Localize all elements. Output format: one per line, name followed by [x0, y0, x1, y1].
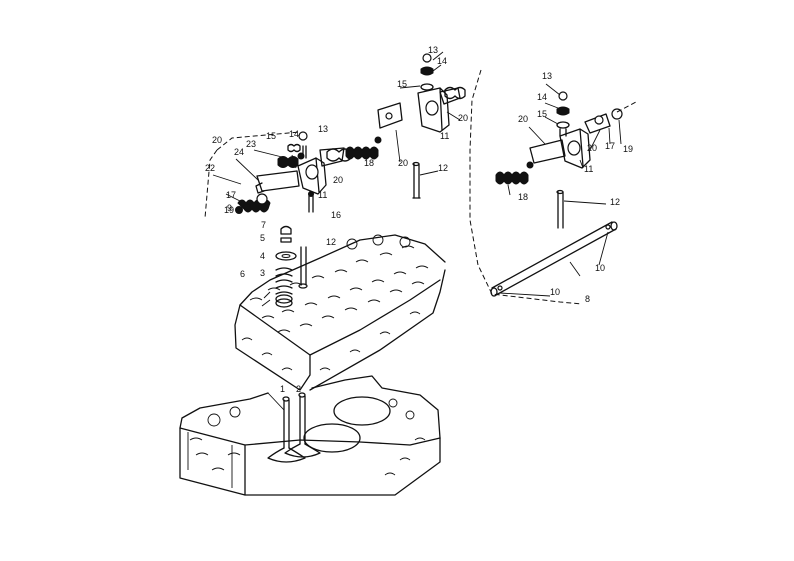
- callout-c17a: 17: [226, 190, 236, 200]
- callout-c20d: 20: [458, 113, 468, 123]
- callout-c2: 2: [296, 384, 301, 394]
- callout-c11a: 11: [318, 190, 327, 200]
- callout-c19a: 19: [224, 205, 234, 215]
- callout-c22: 22: [205, 163, 215, 173]
- callout-c18b: 18: [518, 192, 528, 202]
- callout-c24: 24: [234, 147, 244, 157]
- callout-c20a: 20: [212, 135, 222, 145]
- callout-c12c: 12: [610, 197, 620, 207]
- callout-c5: 5: [260, 233, 265, 243]
- callout-c20b: 20: [333, 175, 343, 185]
- callout-c18a: 18: [364, 158, 374, 168]
- valve-spring-stack: [261, 225, 308, 308]
- callout-c4: 4: [260, 251, 265, 261]
- callout-c17b: 17: [605, 141, 615, 151]
- callout-c11b: 11: [440, 131, 449, 141]
- middle-spring: [345, 136, 382, 160]
- callout-c14a: 14: [289, 129, 299, 139]
- callout-c15a: 15: [266, 131, 276, 141]
- center-rocker-assembly: [377, 51, 466, 199]
- callout-c23: 23: [246, 139, 256, 149]
- callout-c8: 8: [585, 294, 590, 304]
- callout-c19b: 19: [623, 144, 633, 154]
- callout-c7: 7: [261, 220, 266, 230]
- cylinder-block: [179, 375, 441, 496]
- callout-c10a: 10: [550, 287, 560, 297]
- callout-c3: 3: [260, 268, 265, 278]
- callout-c15c: 15: [537, 109, 547, 119]
- callout-c16: 16: [331, 210, 341, 220]
- callout-c14b: 14: [437, 56, 447, 66]
- callout-c10b: 10: [595, 263, 605, 273]
- callout-c13a: 13: [318, 124, 328, 134]
- rocker-shaft: [469, 69, 637, 305]
- callout-c13c: 13: [542, 71, 552, 81]
- left-rocker-assembly: [204, 131, 352, 219]
- callout-c13b: 13: [428, 45, 438, 55]
- callout-c14c: 14: [537, 92, 547, 102]
- callout-c12a: 12: [326, 237, 336, 247]
- callout-c20e: 20: [518, 114, 528, 124]
- callout-c20c: 20: [398, 158, 408, 168]
- callout-c9: 9: [227, 203, 232, 213]
- intake-exhaust-valves: [267, 392, 321, 463]
- callout-c12b: 12: [438, 163, 448, 173]
- callout-c15b: 15: [397, 79, 407, 89]
- cylinder-head: [234, 234, 446, 391]
- callout-c6: 6: [240, 269, 245, 279]
- callout-c20f: 20: [587, 143, 597, 153]
- right-rocker-assembly: [495, 83, 623, 229]
- callout-c1: 1: [280, 384, 285, 394]
- callout-c11c: 11: [584, 164, 593, 174]
